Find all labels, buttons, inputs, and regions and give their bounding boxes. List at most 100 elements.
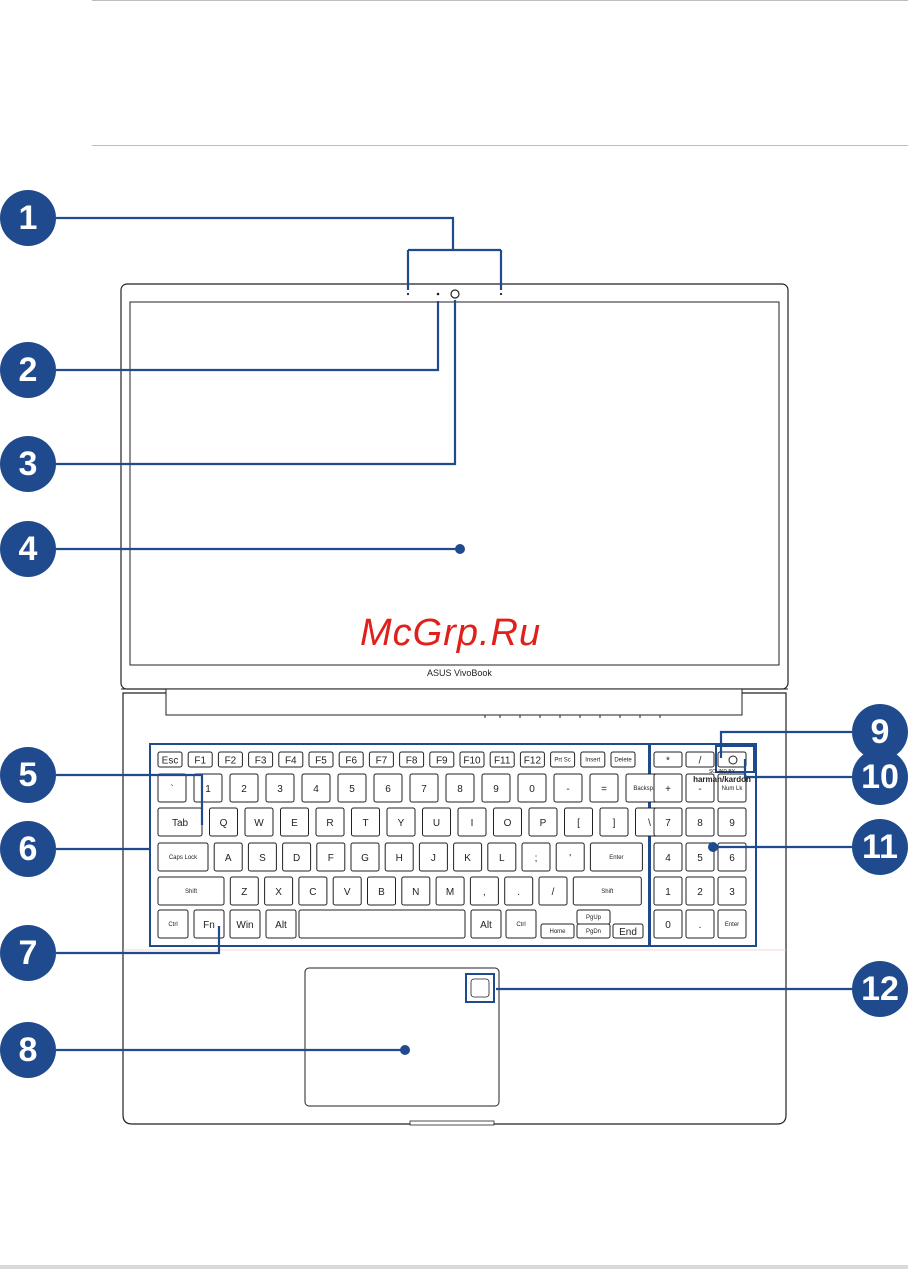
key-label: D: [293, 853, 300, 864]
key-label: F: [328, 853, 334, 864]
key-11-fn: F11: [489, 751, 515, 768]
key-8-fn: F8: [399, 751, 425, 768]
callout-1-badge: 1: [0, 190, 56, 246]
key-row4-11: Shift: [572, 876, 642, 906]
key-label: Num Lk: [722, 786, 744, 792]
key-row3-2: S: [247, 842, 277, 872]
key-label: .: [699, 920, 702, 931]
key-num-7: 7: [409, 773, 439, 803]
key-label: Shift: [185, 889, 197, 895]
watermark: McGrp.Ru: [360, 612, 542, 654]
key-alt-right: Alt: [470, 909, 502, 939]
numpad-key-2-2: 9: [717, 807, 747, 837]
key-label: Backspace: [633, 786, 663, 792]
key-row3-10: ;: [521, 842, 551, 872]
key-label: G: [361, 853, 369, 864]
harman-kardon-label: harman/kardon: [693, 775, 751, 784]
key-label: ': [569, 853, 571, 864]
key-15-fn: Delete: [610, 751, 636, 768]
callout-6-badge: 6: [0, 821, 56, 877]
key-row2-2: W: [244, 807, 274, 837]
key-label: F6: [345, 756, 357, 767]
key-label: ]: [613, 818, 616, 829]
key-label: Esc: [162, 756, 179, 767]
key-3-fn: F3: [248, 751, 274, 768]
key-label: F5: [315, 756, 327, 767]
callout-2-badge: 2: [0, 342, 56, 398]
key-space: [298, 909, 466, 939]
key-0-fn: Esc: [157, 751, 183, 768]
key-label: 8: [457, 784, 463, 795]
camera-indicator-icon: [436, 292, 440, 296]
key-7-fn: F7: [368, 751, 394, 768]
key-label: \: [648, 818, 651, 829]
key-label: 9: [493, 784, 499, 795]
key-4-fn: F4: [278, 751, 304, 768]
key-label: Alt: [275, 920, 287, 931]
key-label: U: [433, 818, 440, 829]
key-row3-5: G: [350, 842, 380, 872]
key-label: Ctrl: [168, 922, 177, 928]
key-num-9: 9: [481, 773, 511, 803]
callout-10-badge: 10: [852, 749, 908, 805]
key-label: 0: [529, 784, 535, 795]
microphone-right-icon: [499, 292, 503, 296]
callout-8-badge: 8: [0, 1022, 56, 1078]
key-label: W: [254, 818, 264, 829]
key-label: B: [378, 887, 385, 898]
key-num-2: 2: [229, 773, 259, 803]
key-label: Alt: [480, 920, 492, 931]
key-label: M: [446, 887, 454, 898]
key-label: R: [326, 818, 333, 829]
key-row2-4: R: [315, 807, 345, 837]
key-label: F2: [225, 756, 237, 767]
callout-3-badge: 3: [0, 436, 56, 492]
harman-kardon-logo: SOUND BY harman/kardon: [693, 768, 751, 784]
numpad-key-1-1: -: [685, 773, 715, 803]
key-pgup: PgUp: [576, 909, 611, 925]
key-label: -: [566, 784, 569, 795]
key-row3-9: L: [487, 842, 517, 872]
key-label: End: [619, 927, 637, 938]
key-label: F12: [524, 756, 542, 767]
key-label: PgDn: [586, 929, 601, 935]
key-label: 7: [665, 818, 671, 829]
key-label: =: [601, 784, 607, 795]
key-num-3: 3: [265, 773, 295, 803]
key-label: Insert: [585, 758, 600, 764]
key-num-12: =: [589, 773, 619, 803]
key-label: Win: [236, 920, 253, 931]
key-label: T: [362, 818, 368, 829]
key-label: 1: [205, 784, 211, 795]
sound-by-label: SOUND BY: [708, 769, 736, 775]
key-label: P: [540, 818, 547, 829]
key-label: X: [275, 887, 282, 898]
key-row3-8: K: [453, 842, 483, 872]
numpad-key-1-0: +: [653, 773, 683, 803]
numpad-key-2-1: 8: [685, 807, 715, 837]
key-label: [: [577, 818, 580, 829]
leader-lines: [56, 216, 852, 1052]
numpad-key-3-0: 4: [653, 842, 683, 872]
numpad-key-5-0: 0: [653, 909, 683, 939]
key-num-4: 4: [301, 773, 331, 803]
key-label: /: [552, 887, 555, 898]
key-alt-left: Alt: [265, 909, 297, 939]
key-13-fn: Prt Sc: [550, 751, 576, 768]
leader-dots: [400, 544, 718, 1055]
key-12-fn: F12: [519, 751, 545, 768]
key-label: 6: [729, 853, 735, 864]
key-row3-0: Caps Lock: [157, 842, 209, 872]
key-label: Shift: [601, 889, 613, 895]
key-row2-10: P: [528, 807, 558, 837]
key-label: Y: [398, 818, 405, 829]
key-label: F7: [376, 756, 388, 767]
numpad-key-0-0: *: [653, 751, 683, 768]
hinge: [165, 688, 743, 716]
key-label: C: [309, 887, 316, 898]
key-label: 1: [665, 887, 671, 898]
key-label: F9: [436, 756, 448, 767]
key-row3-11: ': [555, 842, 585, 872]
key-label: Fn: [203, 920, 215, 931]
